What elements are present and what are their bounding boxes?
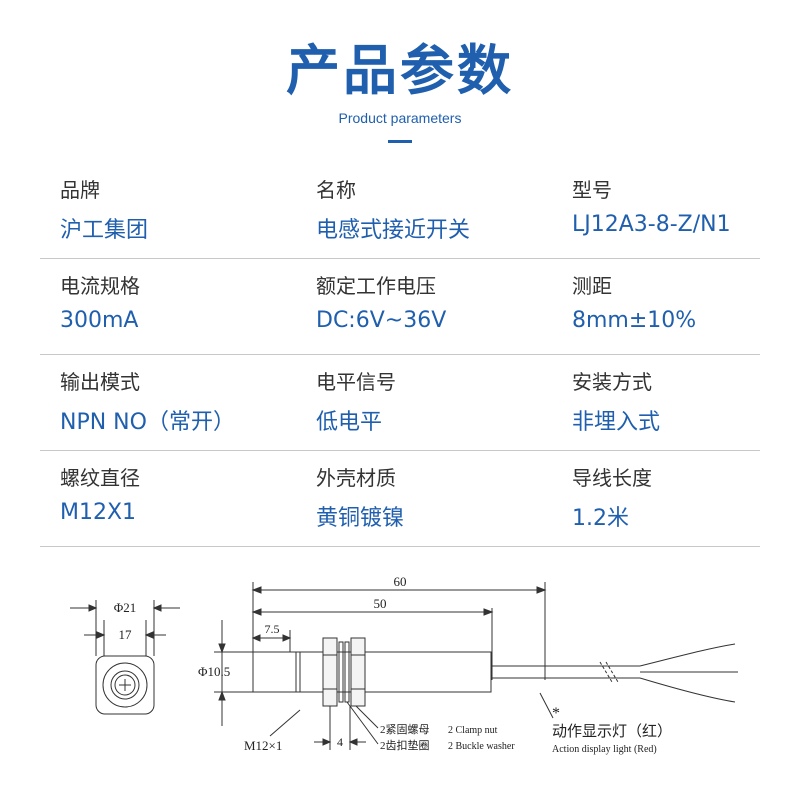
param-value: 300mA: [60, 308, 139, 333]
param-value: NPN NO（常开）: [60, 410, 235, 435]
param-value: 1.2米: [572, 506, 629, 531]
dimension-drawing: Φ21 17: [70, 574, 738, 755]
dim-total-label: 60: [394, 574, 407, 589]
light-marker: *: [552, 705, 560, 722]
dim-nut-label: 4: [337, 735, 343, 749]
buckle-washer-cn: 2齿扣垫圈: [380, 738, 430, 752]
dim-inner-label: 17: [119, 627, 133, 642]
param-value: 沪工集团: [60, 218, 149, 243]
params-row: 输出模式 NPN NO（常开） 电平信号 低电平 安装方式 非埋入式: [40, 354, 760, 451]
title-underline: [388, 140, 412, 143]
dim-diameter-label: Φ10.5: [198, 664, 230, 679]
page-subtitle: Product parameters: [338, 110, 462, 126]
dim-thread-label: M12×1: [244, 738, 282, 753]
param-label: 导线长度: [572, 466, 652, 490]
params-row: 品牌 沪工集团 名称 电感式接近开关 型号 LJ12A3-8-Z/N1: [40, 162, 760, 259]
param-label: 名称: [316, 178, 356, 202]
dim-head-label: 7.5: [265, 622, 280, 636]
param-value: DC:6V~36V: [316, 308, 447, 333]
param-value: 非埋入式: [572, 410, 661, 435]
page-title: 产品参数: [286, 39, 514, 102]
param-value: 8mm±10%: [572, 308, 697, 333]
param-label: 电平信号: [316, 370, 396, 394]
param-value: M12X1: [60, 500, 137, 525]
param-value: 低电平: [316, 410, 383, 435]
indicator-light-en: Action display light (Red): [552, 744, 657, 755]
end-view: [70, 600, 180, 715]
param-label: 测距: [572, 274, 612, 298]
param-label: 电流规格: [60, 274, 140, 298]
param-label: 型号: [572, 178, 612, 202]
params-row: 螺纹直径 M12X1 外壳材质 黄铜镀镍 导线长度 1.2米: [40, 450, 760, 547]
param-label: 额定工作电压: [316, 274, 436, 298]
dim-outer-label: Φ21: [114, 600, 137, 615]
clamp-nut-cn: 2紧固螺母: [380, 723, 430, 736]
param-label: 外壳材质: [316, 466, 396, 490]
param-label: 输出模式: [60, 370, 140, 394]
param-label: 安装方式: [572, 370, 652, 394]
param-value: LJ12A3-8-Z/N1: [572, 212, 731, 237]
param-label: 品牌: [60, 178, 100, 202]
dim-body-label: 50: [374, 596, 387, 611]
clamp-nut-en: 2 Clamp nut: [448, 725, 498, 736]
indicator-light-cn: 动作显示灯（红）: [552, 723, 672, 740]
param-value: 电感式接近开关: [316, 218, 471, 243]
buckle-washer-en: 2 Buckle washer: [448, 741, 515, 752]
param-value: 黄铜镀镍: [316, 506, 405, 531]
params-row: 电流规格 300mA 额定工作电压 DC:6V~36V 测距 8mm±10%: [40, 258, 760, 355]
param-label: 螺纹直径: [60, 466, 140, 490]
side-view: [214, 582, 738, 750]
